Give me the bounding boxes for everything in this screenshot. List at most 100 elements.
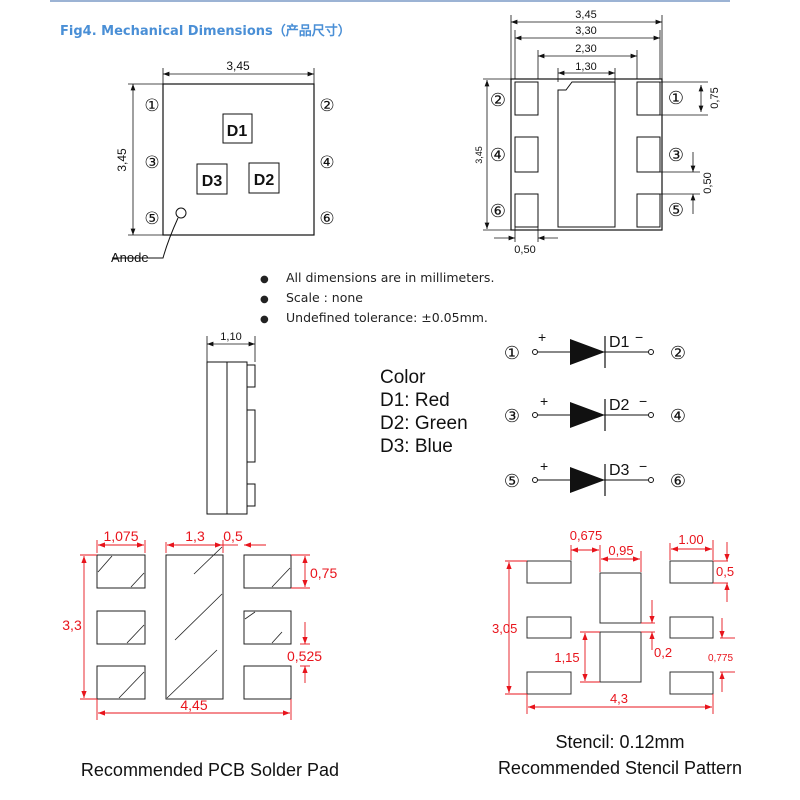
note-item: ●All dimensions are in millimeters. xyxy=(260,268,494,288)
dim-outer: 3,30 xyxy=(575,25,596,37)
pcb-pad-layout xyxy=(96,546,292,700)
center-pad xyxy=(557,81,616,228)
pcb-pad xyxy=(243,554,292,589)
stencil-pad xyxy=(669,616,714,639)
bottom-pad xyxy=(636,81,661,116)
anode-label: Anode xyxy=(111,250,149,265)
schem-pin-4: ④ xyxy=(670,406,686,427)
figure-title: Fig4. Mechanical Dimensions（产品尺寸） xyxy=(60,24,351,39)
schem-plus-1: + xyxy=(538,329,546,345)
pcb-pad xyxy=(96,554,146,589)
stencil-dim-height: 3,05 xyxy=(492,621,517,636)
top-height-label: 3,45 xyxy=(115,148,129,172)
bottom-pad xyxy=(514,81,539,116)
bottom-pad xyxy=(514,193,539,228)
bottom-pad xyxy=(636,136,661,173)
bullet-icon: ● xyxy=(260,274,269,285)
color-legend-item: D1: Red xyxy=(380,390,450,411)
pcb-pad xyxy=(243,665,292,700)
die-d3 xyxy=(196,163,228,195)
top-width-label: 3,45 xyxy=(226,59,250,73)
header-rule xyxy=(50,0,730,2)
dim-inner: 2,30 xyxy=(575,43,596,55)
stencil-caption: Recommended Stencil Pattern xyxy=(497,758,743,778)
pcb-dim-overall: 4,45 xyxy=(180,697,207,713)
schem-pin-1: ① xyxy=(504,343,520,364)
pcb-pad xyxy=(96,665,146,700)
stencil-dim-overall: 4,3 xyxy=(610,691,628,706)
bottom-outline xyxy=(510,78,663,231)
schem-minus-1: − xyxy=(635,329,643,345)
stencil-dim-pad-height: 0,5 xyxy=(716,564,734,579)
bottom-pin-2: ② xyxy=(490,90,506,111)
pcb-pad-caption: Recommended PCB Solder Pad xyxy=(80,760,340,780)
bottom-view xyxy=(483,15,708,242)
pin-6-label: ⑥ xyxy=(319,209,334,228)
pcb-dim-pad-height: 0,75 xyxy=(310,565,337,581)
pcb-dim-pad-width: 1,075 xyxy=(103,528,138,544)
top-view xyxy=(112,68,315,259)
stencil-dim-center-width: 0,95 xyxy=(608,543,633,558)
pcb-dim-pad-gap: 0,525 xyxy=(287,648,322,664)
pcb-dim-center-width: 1,3 xyxy=(185,528,205,544)
stencil-dim-pad-gap: 0,775 xyxy=(708,653,733,664)
schem-pin-2: ② xyxy=(670,343,686,364)
note-item: ●Scale : none xyxy=(260,288,494,308)
pcb-pad xyxy=(96,610,146,645)
bottom-pad xyxy=(514,136,539,173)
color-legend-item: D2: Green xyxy=(380,413,468,434)
stencil-pad xyxy=(526,671,572,695)
die-d2 xyxy=(248,162,280,194)
schem-plus-3: + xyxy=(540,458,548,474)
bottom-pin-4: ④ xyxy=(490,145,506,166)
stencil-dimensions xyxy=(505,540,735,714)
dim-overall: 3,45 xyxy=(575,9,596,21)
schem-pin-6: ⑥ xyxy=(670,471,686,492)
dim-center-pad: 1,30 xyxy=(575,61,596,73)
bottom-pin-6: ⑥ xyxy=(490,201,506,222)
bullet-icon: ● xyxy=(260,294,269,305)
stencil-pad xyxy=(669,671,714,695)
dim-height: 3,45 xyxy=(474,146,484,164)
stencil-dim-gap: 0,675 xyxy=(570,528,603,543)
schem-label-d3: D3 xyxy=(609,462,630,479)
diode-d3 xyxy=(532,464,654,496)
bottom-pin-1: ① xyxy=(668,88,684,109)
pin-5-label: ⑤ xyxy=(144,209,159,228)
schem-minus-3: − xyxy=(639,458,647,474)
stencil-pad xyxy=(526,560,572,584)
anode-leader xyxy=(112,217,179,259)
diode-d1 xyxy=(532,336,654,368)
stencil-pad xyxy=(526,616,572,639)
die-d3-label: D3 xyxy=(202,173,223,190)
schem-minus-2: − xyxy=(639,393,647,409)
package-outline xyxy=(162,83,315,236)
bottom-pad xyxy=(636,193,661,228)
color-legend: Color D1: Red D2: Green D3: Blue xyxy=(380,366,468,458)
pin-1-label: ① xyxy=(144,96,159,115)
pcb-dim-gap: 0,5 xyxy=(223,528,243,544)
stencil-pad xyxy=(669,560,714,584)
schem-label-d1: D1 xyxy=(609,334,630,351)
anode-mark xyxy=(175,207,187,219)
pcb-dimensions xyxy=(80,540,310,720)
die-d2-label: D2 xyxy=(254,172,275,189)
color-legend-heading: Color xyxy=(380,367,426,388)
dim-pad-height: 0,75 xyxy=(709,87,721,108)
schem-pin-3: ③ xyxy=(504,406,520,427)
stencil-layout xyxy=(526,560,714,695)
diode-d2 xyxy=(532,399,654,431)
pin-2-label: ② xyxy=(319,96,334,115)
stencil-dim-pad-width: 1.00 xyxy=(678,532,703,547)
bullet-icon: ● xyxy=(260,314,269,325)
pcb-center-pad xyxy=(165,554,224,700)
pin-4-label: ④ xyxy=(319,153,334,172)
stencil-thickness: Stencil: 0.12mm xyxy=(555,732,685,752)
bottom-pin-3: ③ xyxy=(668,145,684,166)
side-view xyxy=(206,336,256,515)
die-d1 xyxy=(222,113,253,144)
schematic xyxy=(532,336,654,496)
pcb-dim-height: 3,3 xyxy=(62,617,82,633)
stencil-center-pad xyxy=(599,631,642,683)
